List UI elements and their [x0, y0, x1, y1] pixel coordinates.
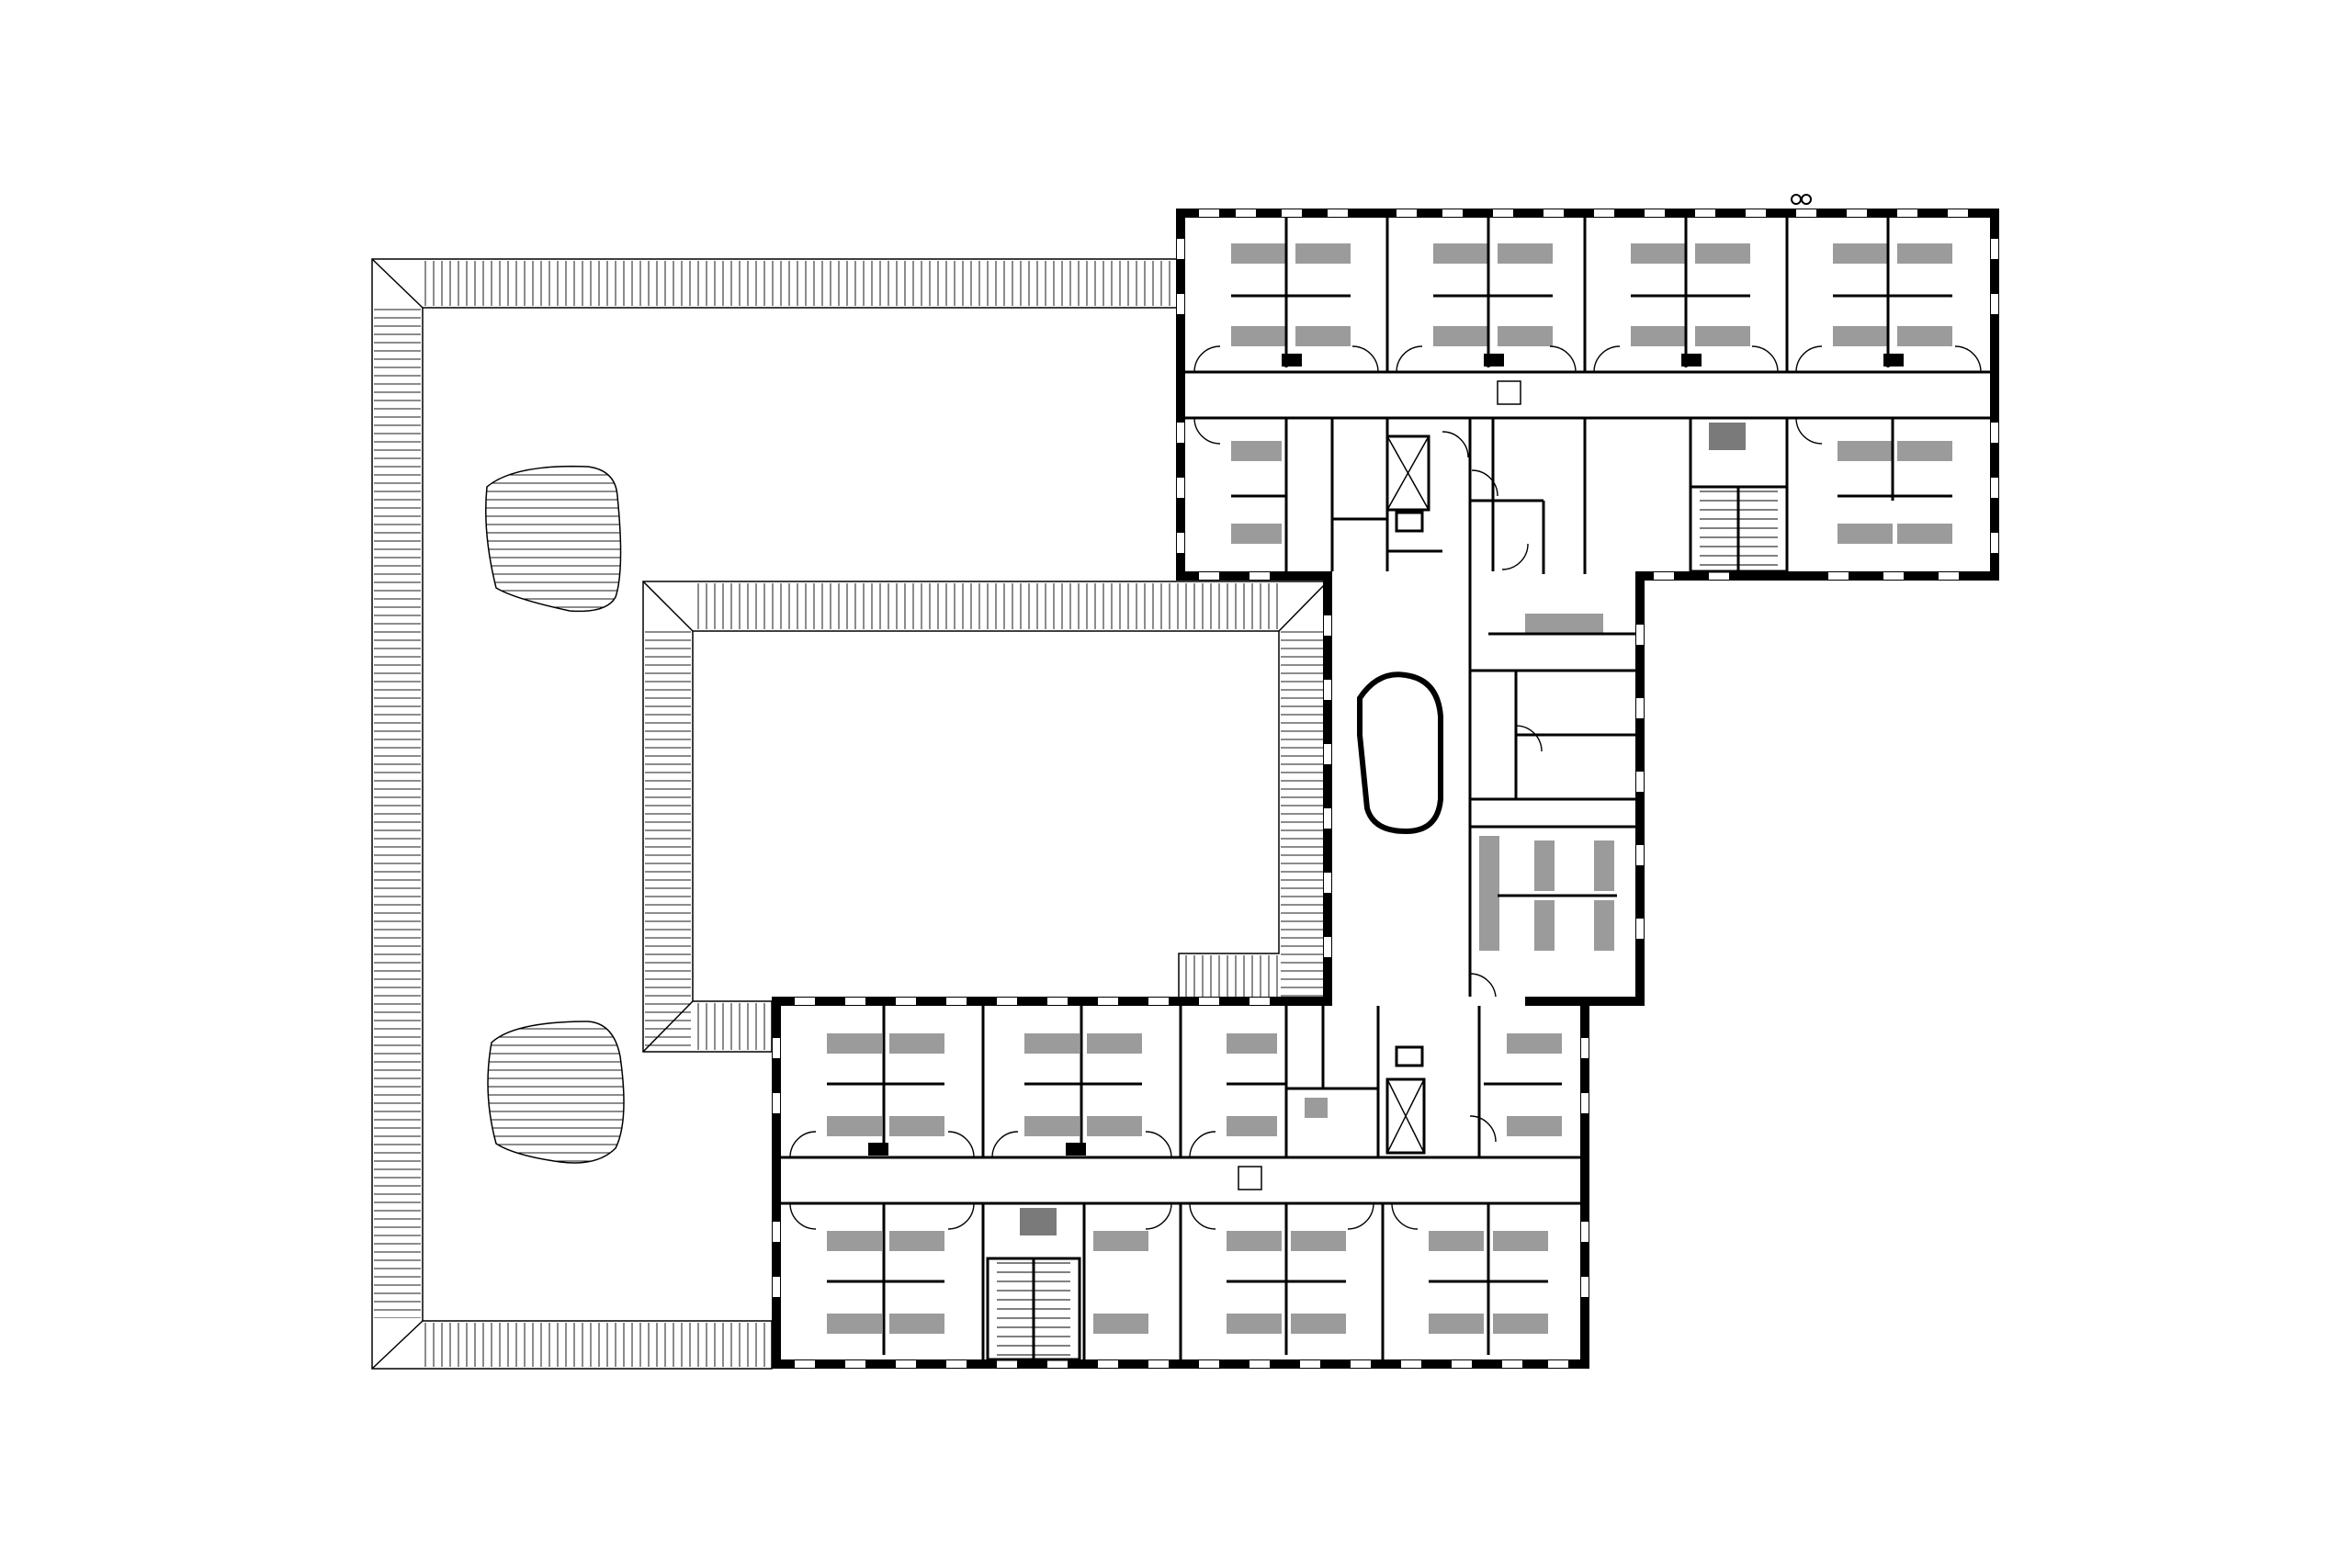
outer-terrace-edge	[371, 258, 1179, 1370]
bottom-wing-room-row-south	[789, 1202, 1548, 1361]
top-wing-room-row-north	[1193, 218, 1982, 373]
top-wing-corridor	[1185, 370, 1990, 420]
corridor-detail-marks	[1238, 194, 1812, 1190]
top-wing-room-row-south	[1193, 417, 1952, 574]
roof-planter-top	[485, 465, 622, 613]
roof-planter-bottom	[487, 1021, 625, 1164]
bottom-wing-room-row-north	[789, 1006, 1562, 1159]
central-spine-interior	[1357, 418, 1635, 998]
top-wing-walls	[1176, 209, 1999, 581]
inner-courtyard-edge	[642, 581, 1329, 1053]
bottom-wing-corridor	[781, 1156, 1580, 1205]
bottom-wing-walls	[772, 997, 1645, 1369]
central-spine-walls	[1323, 571, 1645, 1003]
